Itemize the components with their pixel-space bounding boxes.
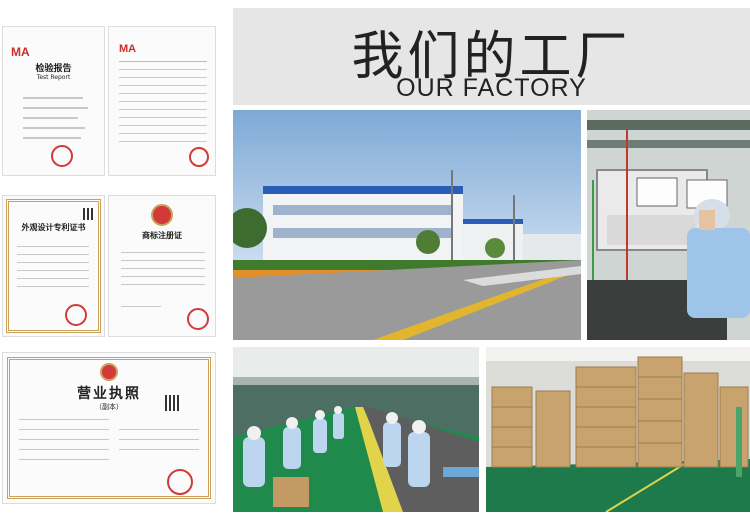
- national-emblem-icon: [151, 204, 173, 226]
- qr-code-icon: [165, 395, 181, 411]
- trademark-certificate: 商标注册证: [108, 195, 216, 337]
- page-header: 我们的工厂 OUR FACTORY: [233, 8, 750, 105]
- patent-title: 外观设计专利证书: [21, 223, 86, 232]
- report-subtitle: Test Report: [36, 74, 71, 81]
- red-seal-icon: [65, 304, 87, 326]
- business-license-certificate: 营业执照 （副本）: [2, 352, 216, 504]
- red-seal-icon: [51, 145, 73, 167]
- test-report-table-certificate: MA: [108, 26, 216, 176]
- workshop-worker-photo: [587, 110, 750, 340]
- factory-building-photo: [233, 110, 581, 340]
- red-seal-icon: [167, 469, 193, 495]
- qr-code-icon: [83, 208, 95, 220]
- title-cn: 我们的工厂: [351, 27, 632, 87]
- trademark-title: 商标注册证: [142, 231, 182, 240]
- title-en: OUR FACTORY: [396, 74, 587, 102]
- ma-logo: MA: [11, 45, 30, 59]
- license-title: 营业执照: [77, 386, 141, 402]
- ma-logo: MA: [119, 43, 137, 55]
- warehouse-boxes-photo: [486, 347, 750, 512]
- assembly-line-photo: [233, 347, 479, 512]
- license-subtitle: （副本）: [95, 403, 123, 411]
- national-emblem-icon: [100, 363, 118, 381]
- red-seal-icon: [189, 147, 209, 167]
- design-patent-certificate: 外观设计专利证书: [2, 195, 105, 337]
- test-report-certificate: MA 检验报告 Test Report: [2, 26, 105, 176]
- report-title: 检验报告: [35, 64, 72, 74]
- red-seal-icon: [187, 308, 209, 330]
